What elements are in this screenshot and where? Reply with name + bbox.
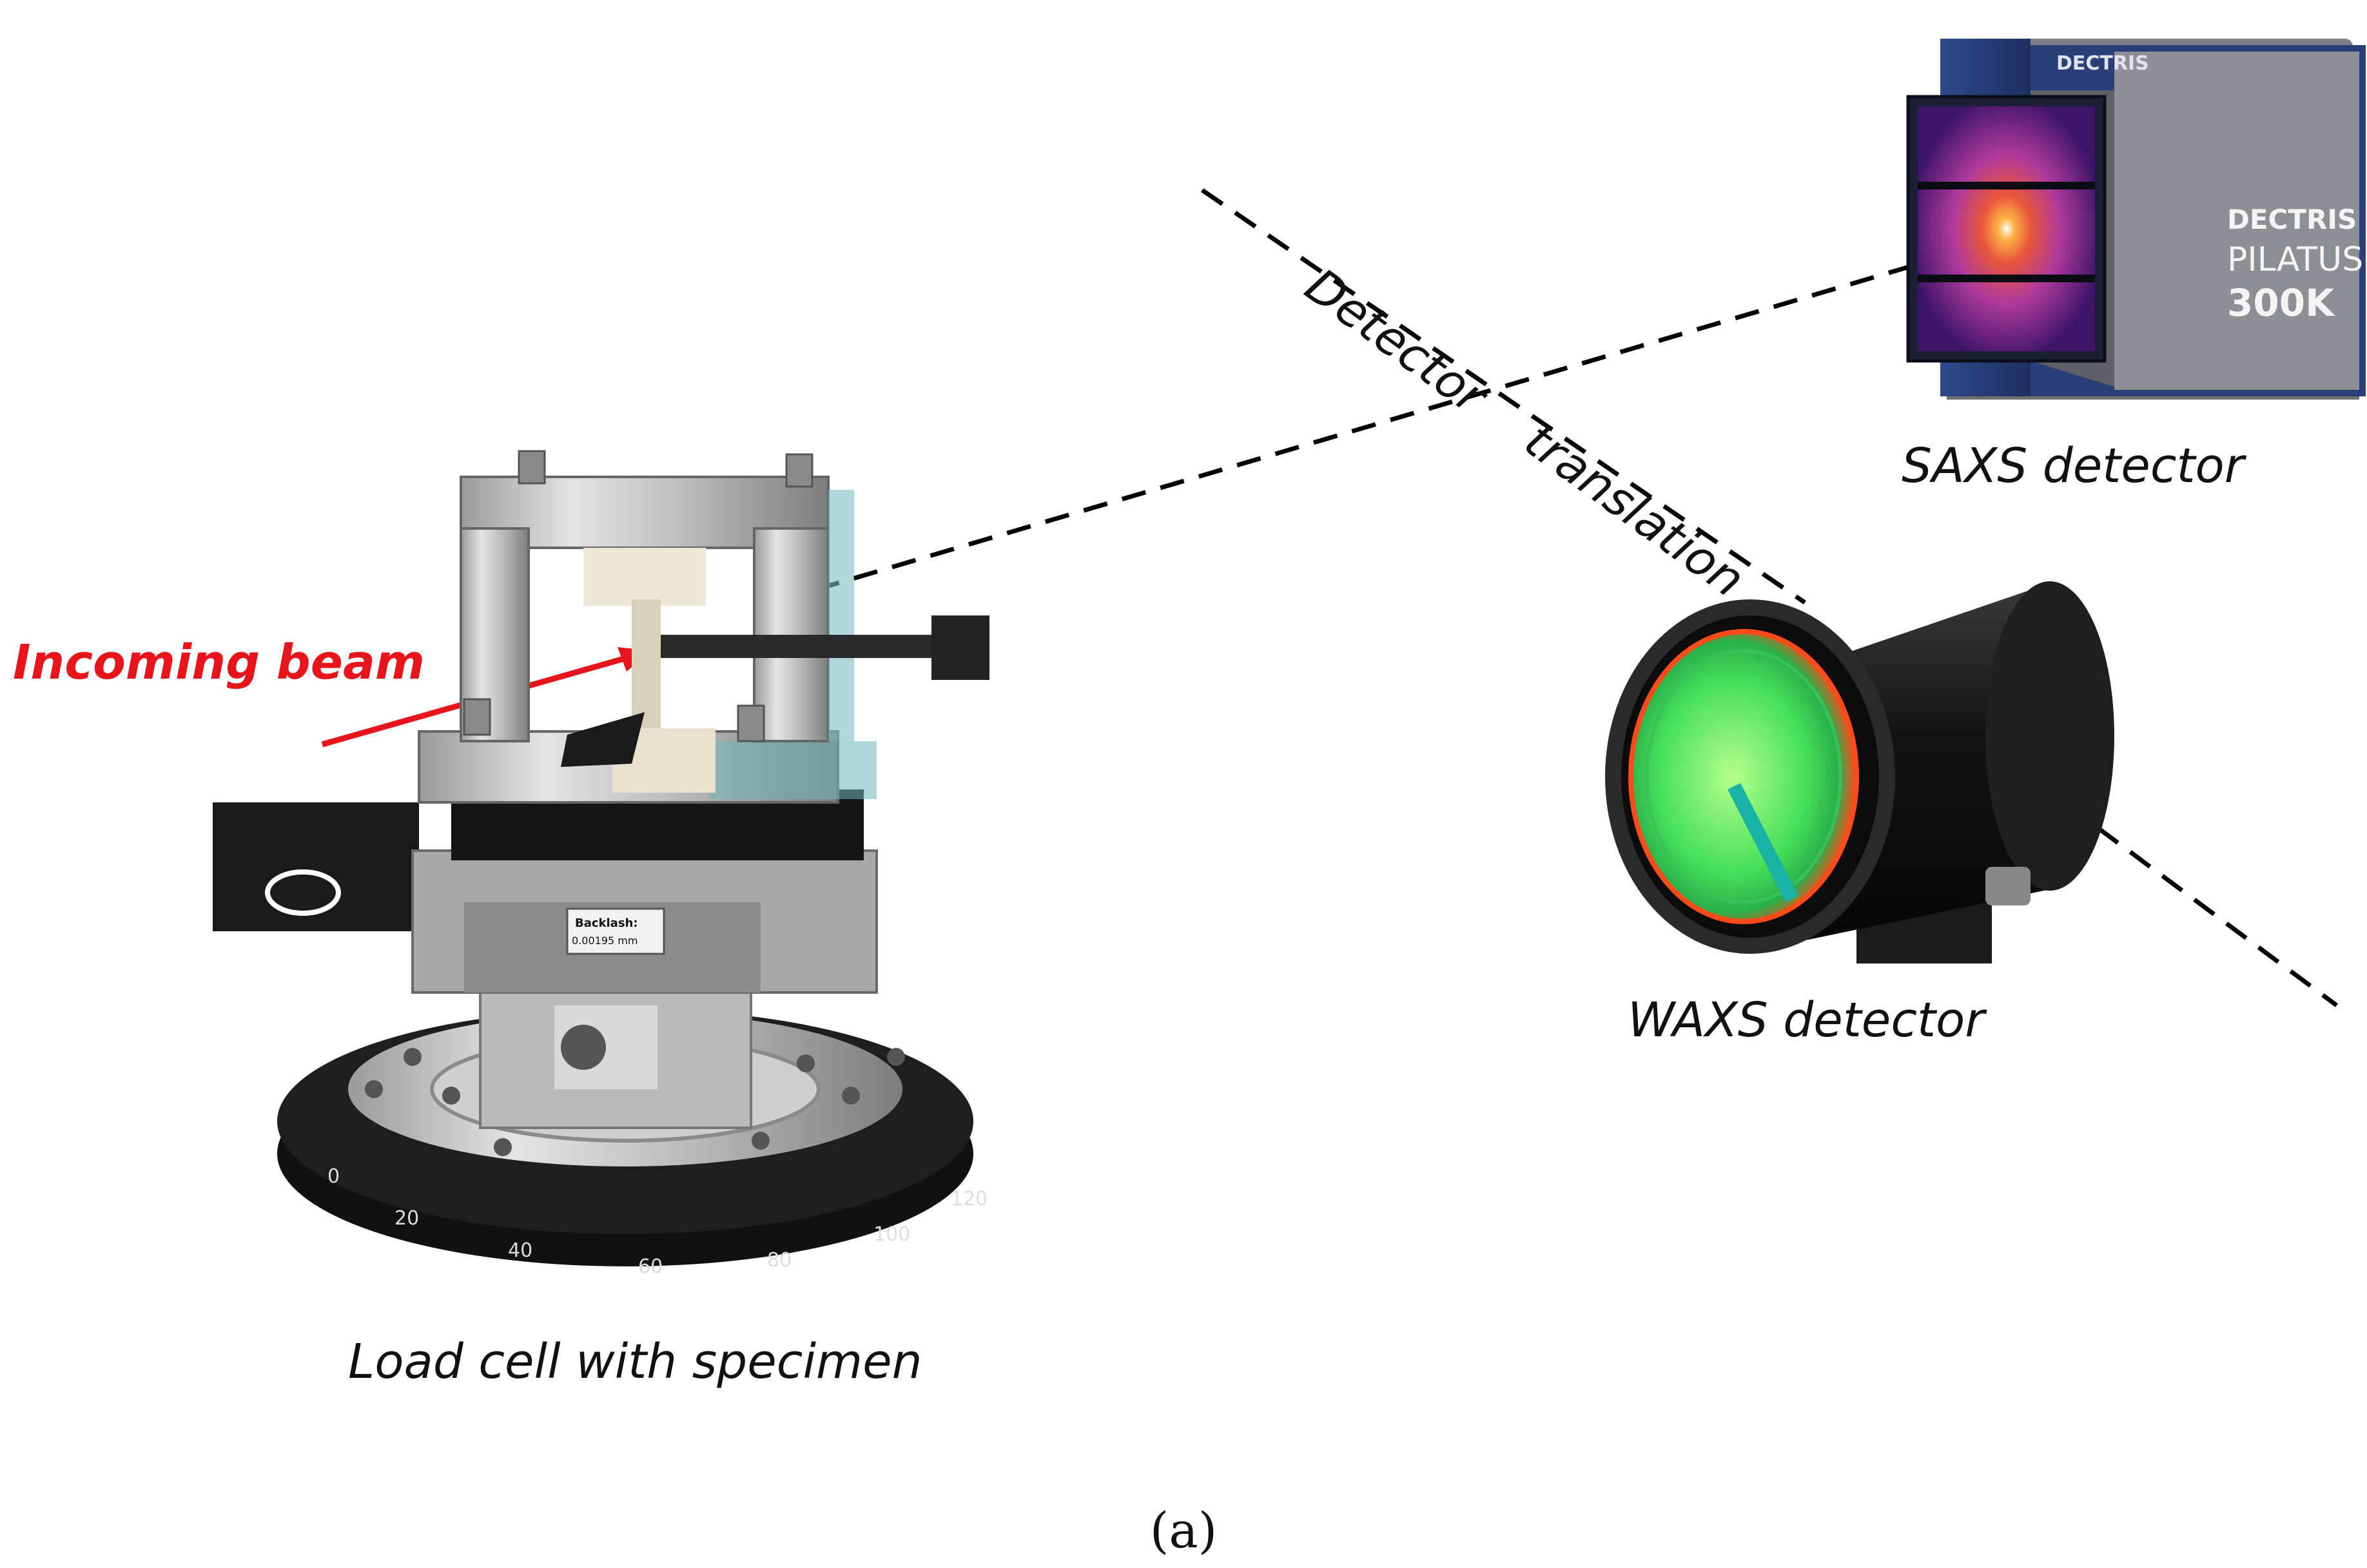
translation-line-tail (2096, 826, 2339, 1007)
waxs-detector-label: WAXS detector (1628, 992, 1985, 1048)
dial-tick-120: 120 (951, 1188, 988, 1210)
saxs-model-size: 300K (2227, 281, 2335, 325)
beam-path-line (815, 246, 1973, 592)
saxs-detector-device: DECTRIS DECTRIS PILATUS 300K (1906, 39, 2366, 400)
saxs-detector-label: SAXS detector (1902, 438, 2245, 494)
load-cell-device: 0 20 40 60 80 100 120 Backlash: 0.00195 … (213, 450, 989, 1278)
figure-caption: (a) (1149, 1502, 1218, 1559)
saxs-brand-top: DECTRIS (2056, 52, 2149, 75)
load-cell-label: Load cell with specimen (348, 1334, 922, 1389)
dial-tick-80: 80 (767, 1249, 792, 1272)
dial-tick-0: 0 (327, 1165, 340, 1188)
incoming-beam-label: Incoming beam (13, 635, 425, 690)
dial-tick-60: 60 (638, 1255, 663, 1278)
saxs-brand-side: DECTRIS (2227, 204, 2357, 235)
backlash-value: 0.00195 mm (572, 934, 638, 947)
backlash-label: Backlash: (575, 916, 638, 930)
dial-tick-20: 20 (394, 1207, 419, 1230)
waxs-detector-device (1605, 581, 2114, 963)
dial-tick-100: 100 (873, 1223, 910, 1246)
saxs-model: PILATUS (2227, 240, 2363, 279)
dial-tick-40: 40 (508, 1239, 532, 1262)
rotation-dial: 0 20 40 60 80 100 120 (327, 1165, 988, 1278)
detector-translation-line (1201, 188, 1806, 605)
